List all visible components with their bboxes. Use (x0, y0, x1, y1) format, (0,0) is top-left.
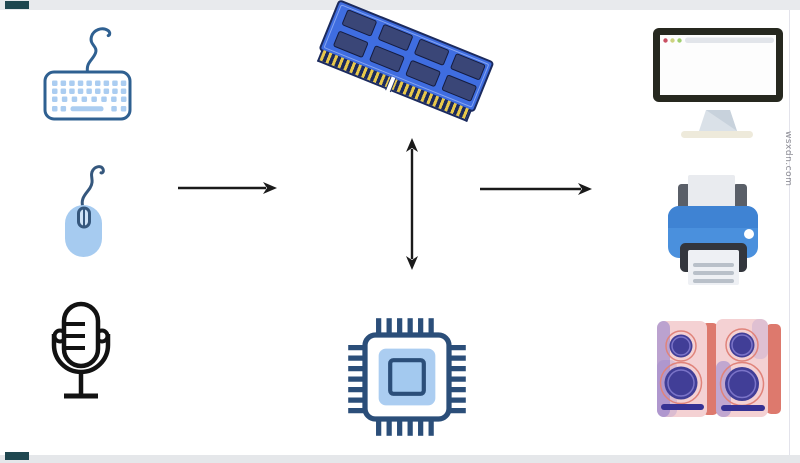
microphone-icon (40, 298, 140, 413)
top-frame-bar (0, 0, 800, 10)
ram-icon (313, 0, 495, 125)
watermark: wsxdn.com (783, 131, 793, 187)
monitor-icon (650, 24, 786, 142)
top-left-corner-mark (5, 1, 29, 9)
bottom-left-corner-mark (5, 452, 29, 460)
mouse-icon (62, 160, 152, 275)
cpu-icon (344, 314, 470, 440)
input-to-processing-arrow (178, 182, 277, 194)
bottom-frame-bar (0, 455, 800, 463)
processing-to-output-arrow (480, 183, 592, 195)
keyboard-icon (42, 20, 152, 125)
printer-icon (653, 168, 765, 288)
speakers-icon (652, 316, 784, 422)
right-edge-divider (789, 10, 790, 455)
ram-cpu-arrow (406, 138, 418, 270)
